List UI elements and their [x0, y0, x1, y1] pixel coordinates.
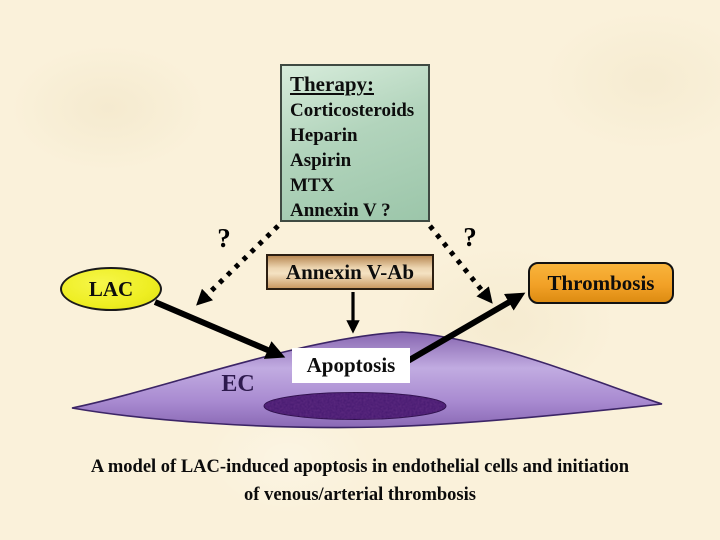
annexin-vab-label: Annexin V-Ab	[285, 259, 415, 284]
cell-nucleus	[263, 392, 447, 420]
therapy-item: Annexin V ?	[290, 200, 391, 221]
apoptosis-label: Apoptosis	[306, 353, 396, 377]
question-mark-left: ?	[217, 222, 231, 253]
therapy-item: Corticosteroids	[290, 100, 415, 121]
therapy-item: Aspirin	[290, 150, 352, 171]
annexin-vab-box: Annexin V-Ab	[266, 254, 434, 290]
therapy-item: Heparin	[290, 125, 358, 146]
apoptosis-box: Apoptosis	[292, 348, 410, 383]
ec-label: EC	[221, 370, 255, 397]
caption-line-2: of venous/arterial thrombosis	[244, 485, 476, 505]
therapy-box: Therapy: Corticosteroids Heparin Aspirin…	[280, 64, 430, 222]
lac-label: LAC	[88, 276, 134, 301]
slide-caption: A model of LAC-induced apoptosis in endo…	[0, 453, 720, 509]
therapy-item: MTX	[290, 175, 335, 196]
lac-ellipse: LAC	[60, 267, 162, 311]
therapy-title: Therapy:	[290, 72, 374, 96]
dashed-arrow-right	[428, 224, 493, 304]
arrow-lac-to-cell	[153, 299, 286, 359]
question-mark-right: ?	[463, 221, 477, 252]
arrow-cell-to-thrombosis	[404, 292, 526, 365]
thrombosis-label: Thrombosis	[547, 270, 655, 295]
caption-line-1: A model of LAC-induced apoptosis in endo…	[90, 457, 630, 477]
thrombosis-box: Thrombosis	[528, 262, 674, 304]
